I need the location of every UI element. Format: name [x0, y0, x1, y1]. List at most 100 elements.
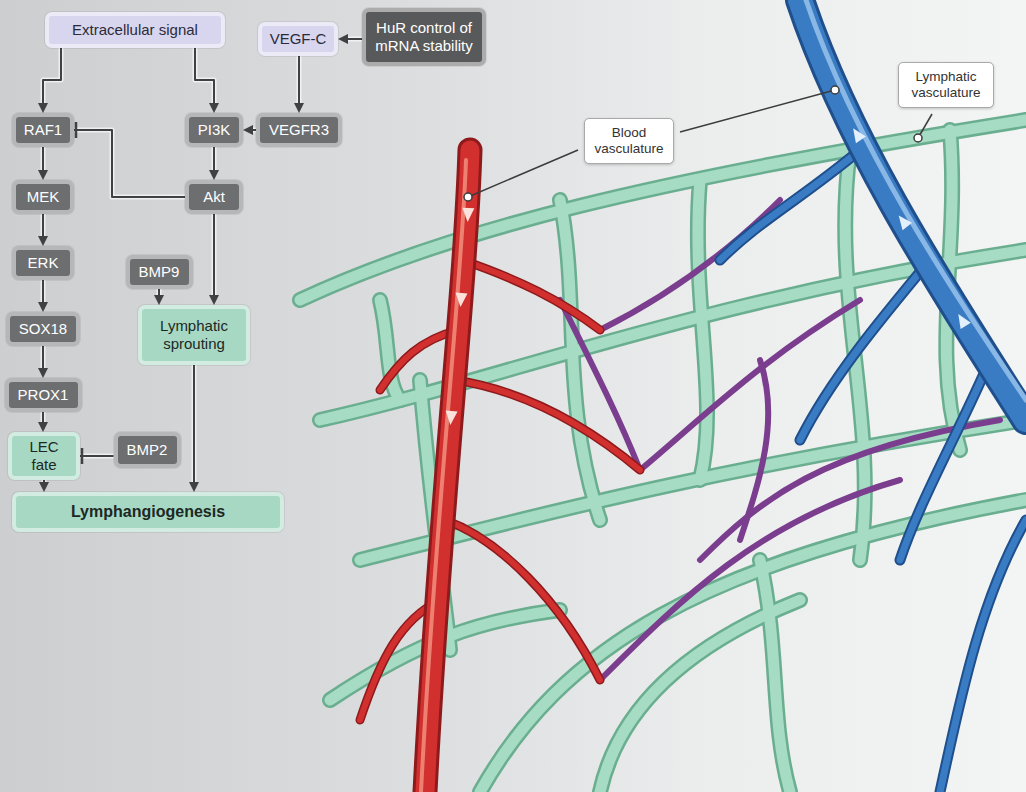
pathway-box: Akt: [185, 180, 243, 214]
vessel-drawing: [800, 0, 1026, 420]
connector-halo: [41, 280, 46, 304]
vessel-drawing: [940, 520, 1026, 792]
arrow-head: [209, 103, 219, 113]
arrow-head: [189, 482, 199, 492]
vessel-drawing: [914, 134, 922, 142]
inhibition-bar: [75, 122, 78, 138]
vessel-drawing: [468, 150, 578, 197]
vessel-drawing: [831, 86, 839, 94]
connector-line: [74, 130, 185, 197]
box-text: HuR control of mRNA stability: [372, 19, 476, 55]
connector-halo: [43, 48, 61, 105]
box-text: VEGF-C: [268, 30, 328, 48]
connector-halo: [195, 48, 214, 105]
box-text: RAF1: [22, 121, 64, 139]
vessel-drawing: [720, 150, 1026, 792]
callout-label: Lymphatic vasculature: [898, 62, 994, 108]
box-text: PROX1: [15, 386, 72, 404]
flow-arrows: [444, 125, 970, 426]
box-text: Blood vasculature: [590, 125, 668, 157]
vessel-drawing: [421, 160, 466, 792]
signal-arrow: [195, 48, 219, 113]
vessel-drawing: [425, 150, 470, 792]
connector-halo: [41, 147, 46, 172]
vessel-drawing: [806, 0, 1026, 400]
arteries: [360, 150, 640, 792]
connector-line: [42, 147, 44, 172]
signal-arrow: [338, 34, 362, 44]
signal-arrow: [38, 214, 48, 246]
pathway-box: MEK: [12, 180, 74, 214]
connector-line: [42, 214, 44, 238]
box-text: Extracellular signal: [55, 21, 215, 39]
pathway-box: BMP9: [126, 255, 193, 289]
connector-halo: [212, 214, 217, 297]
box-text: MEK: [22, 188, 64, 206]
arrow-head: [38, 422, 48, 432]
connector-halo: [74, 130, 185, 197]
vessel-drawing: [760, 560, 790, 792]
vessel-drawing: [455, 293, 468, 308]
veins: [720, 0, 1026, 792]
connector-line: [80, 455, 114, 457]
vessel-drawing: [425, 150, 470, 792]
box-text: BMP2: [124, 441, 171, 459]
vessel-drawing: [464, 193, 472, 201]
connector-line: [298, 56, 300, 105]
signal-arrow: [243, 125, 256, 135]
signal-arrow: [189, 365, 199, 492]
vessel-drawing: [560, 200, 600, 520]
regulator-box: HuR control of mRNA stability: [362, 8, 486, 66]
vessel-drawing: [720, 150, 1026, 792]
inhibition-bar: [81, 448, 84, 464]
signal-arrow: [38, 48, 61, 113]
arrow-head: [209, 295, 219, 305]
signal-box: Extracellular signal: [45, 12, 225, 48]
vessel-drawing: [720, 150, 860, 260]
vessel-drawing: [800, 0, 1026, 420]
pathway-box: BMP2: [114, 432, 181, 468]
connector-line: [193, 365, 195, 484]
arrow-head: [38, 302, 48, 312]
box-text: LEC fate: [18, 438, 70, 474]
connector-line: [213, 214, 215, 297]
signal-arrow: [38, 147, 48, 180]
arrow-head: [39, 482, 49, 492]
vessel-drawing: [360, 260, 640, 720]
connector-halo: [192, 365, 197, 484]
box-text: Akt: [195, 188, 233, 206]
vessel-drawing: [894, 212, 912, 230]
signal-arrow: [154, 289, 164, 305]
vessel-drawing: [445, 520, 600, 680]
vessel-drawing: [848, 125, 866, 143]
box-text: Lymphatic vasculature: [904, 69, 988, 101]
vessel-drawing: [800, 260, 930, 440]
signal-arrow: [294, 56, 304, 113]
pathway-box: RAF1: [12, 113, 74, 147]
connector-halo: [80, 454, 114, 459]
connector-line: [42, 346, 44, 370]
signal-arrow: [38, 412, 48, 432]
vessel-drawing: [940, 520, 1026, 792]
outcome-box: Lymphatic sprouting: [138, 305, 250, 365]
vessel-drawing: [760, 560, 790, 792]
arrow-head: [38, 103, 48, 113]
connector-line: [195, 48, 214, 105]
vessel-drawing: [900, 360, 990, 560]
vessel-drawing: [445, 520, 600, 680]
pathway-box: PROX1: [5, 378, 82, 412]
vessel-drawing: [740, 360, 768, 540]
signal-arrow: [38, 346, 48, 378]
leader-lines: [464, 86, 932, 201]
connector-line: [346, 38, 362, 40]
box-text: ERK: [22, 254, 64, 272]
pathway-box: VEGFR3: [256, 113, 342, 147]
box-text: BMP9: [136, 263, 183, 281]
box-text: Lymphangiogenesis: [22, 502, 274, 521]
arrow-head: [294, 103, 304, 113]
vessel-drawing: [462, 260, 600, 330]
connector-halo: [346, 37, 362, 42]
connector-halo: [212, 147, 217, 172]
